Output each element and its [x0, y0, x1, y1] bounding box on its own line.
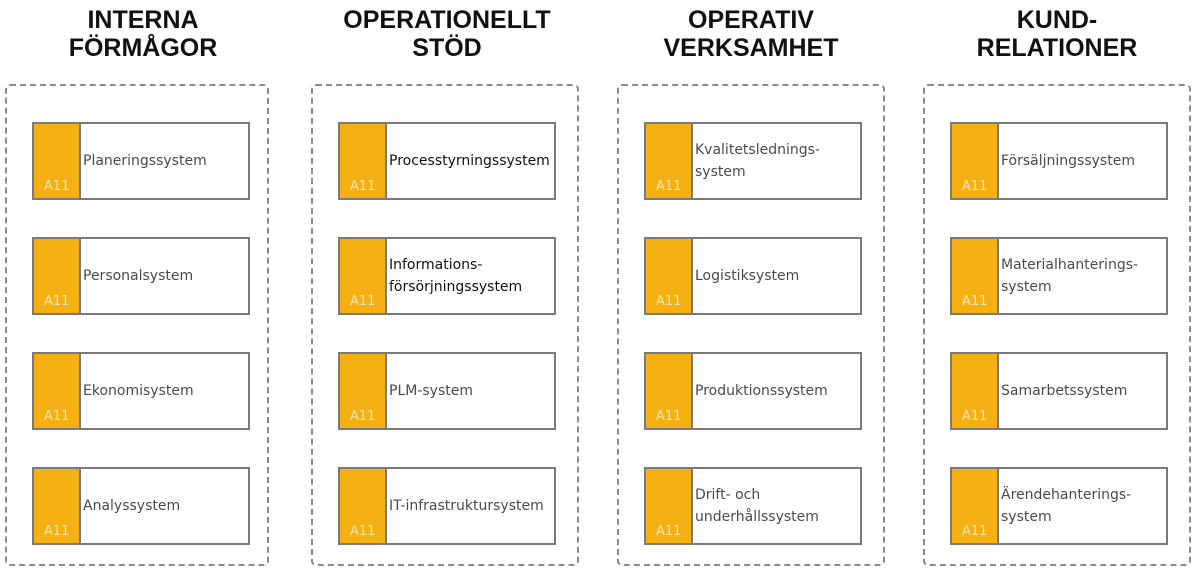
- column-container: A11 Försäljningssystem A11 Materialhante…: [923, 84, 1191, 566]
- system-card[interactable]: A11 Materialhanterings- system: [950, 237, 1168, 315]
- column-container: A11 Planeringssystem A11 Personalsystem …: [5, 84, 269, 566]
- accent-strip: A11: [952, 354, 999, 428]
- system-card[interactable]: A11 Drift- och underhållssystem: [644, 467, 862, 545]
- column-interna-formagor: INTERNA FÖRMÅGOR A11 Planeringssystem A1…: [5, 0, 273, 575]
- column-container: A11 Processtyrningssystem A11 Informatio…: [311, 84, 579, 566]
- accent-strip: A11: [340, 354, 387, 428]
- system-card[interactable]: A11 Produktionssystem: [644, 352, 862, 430]
- system-card[interactable]: A11 Analyssystem: [32, 467, 250, 545]
- card-code: A11: [44, 524, 70, 539]
- accent-strip: A11: [34, 239, 81, 313]
- accent-strip: A11: [952, 469, 999, 543]
- accent-strip: A11: [952, 124, 999, 198]
- card-code: A11: [656, 294, 682, 309]
- card-code: A11: [350, 409, 376, 424]
- system-card[interactable]: A11 Planeringssystem: [32, 122, 250, 200]
- system-card[interactable]: A11 Processtyrningssystem: [338, 122, 556, 200]
- card-label: Logistiksystem: [695, 268, 800, 284]
- card-code: A11: [656, 409, 682, 424]
- card-label: Informations- försörjningssystem: [389, 257, 523, 295]
- column-title: OPERATIV VERKSAMHET: [663, 6, 839, 62]
- card-label: PLM-system: [389, 383, 473, 399]
- card-code: A11: [962, 409, 988, 424]
- accent-strip: A11: [952, 239, 999, 313]
- card-code: A11: [350, 524, 376, 539]
- accent-strip: A11: [34, 354, 81, 428]
- accent-strip: A11: [34, 469, 81, 543]
- card-label: Ärendehanterings- system: [1001, 487, 1132, 525]
- system-card[interactable]: A11 Informations- försörjningssystem: [338, 237, 556, 315]
- system-card[interactable]: A11 Ekonomisystem: [32, 352, 250, 430]
- system-card[interactable]: A11 PLM-system: [338, 352, 556, 430]
- card-code: A11: [656, 524, 682, 539]
- card-label: Materialhanterings- system: [1001, 257, 1139, 295]
- system-card[interactable]: A11 Försäljningssystem: [950, 122, 1168, 200]
- accent-strip: A11: [646, 124, 693, 198]
- card-label: Drift- och underhållssystem: [695, 487, 819, 525]
- column-title: KUND- RELATIONER: [976, 6, 1138, 62]
- system-card[interactable]: A11 Logistiksystem: [644, 237, 862, 315]
- card-label: Personalsystem: [83, 268, 194, 284]
- card-label: Försäljningssystem: [1001, 153, 1135, 169]
- system-card[interactable]: A11 IT-infrastruktursystem: [338, 467, 556, 545]
- card-code: A11: [44, 179, 70, 194]
- accent-strip: A11: [340, 239, 387, 313]
- column-operationellt-stod: OPERATIONELLT STÖD A11 Processtyrningssy…: [311, 0, 579, 575]
- accent-strip: A11: [340, 124, 387, 198]
- card-code: A11: [962, 524, 988, 539]
- system-card[interactable]: A11 Samarbetssystem: [950, 352, 1168, 430]
- accent-strip: A11: [340, 469, 387, 543]
- card-code: A11: [44, 409, 70, 424]
- card-label: Processtyrningssystem: [389, 153, 550, 169]
- card-code: A11: [656, 179, 682, 194]
- accent-strip: A11: [34, 124, 81, 198]
- column-kundrelationer: KUND- RELATIONER A11 Försäljningssystem …: [923, 0, 1191, 575]
- column-container: A11 Kvalitetslednings- system A11 Logist…: [617, 84, 885, 566]
- column-operativ-verksamhet: OPERATIV VERKSAMHET A11 Kvalitetsledning…: [617, 0, 885, 575]
- accent-strip: A11: [646, 239, 693, 313]
- column-title: INTERNA FÖRMÅGOR: [68, 6, 218, 62]
- card-label: Planeringssystem: [83, 153, 207, 169]
- card-code: A11: [962, 294, 988, 309]
- card-label: Produktionssystem: [695, 383, 828, 399]
- system-card[interactable]: A11 Kvalitetslednings- system: [644, 122, 862, 200]
- accent-strip: A11: [646, 469, 693, 543]
- card-code: A11: [44, 294, 70, 309]
- system-card[interactable]: A11 Personalsystem: [32, 237, 250, 315]
- card-label: Kvalitetslednings- system: [695, 142, 820, 180]
- card-label: Samarbetssystem: [1001, 383, 1128, 399]
- card-label: IT-infrastruktursystem: [389, 498, 544, 514]
- card-label: Analyssystem: [83, 498, 181, 514]
- card-code: A11: [350, 179, 376, 194]
- card-label: Ekonomisystem: [83, 383, 194, 399]
- card-code: A11: [350, 294, 376, 309]
- accent-strip: A11: [646, 354, 693, 428]
- column-title: OPERATIONELLT STÖD: [343, 6, 551, 62]
- system-card[interactable]: A11 Ärendehanterings- system: [950, 467, 1168, 545]
- card-code: A11: [962, 179, 988, 194]
